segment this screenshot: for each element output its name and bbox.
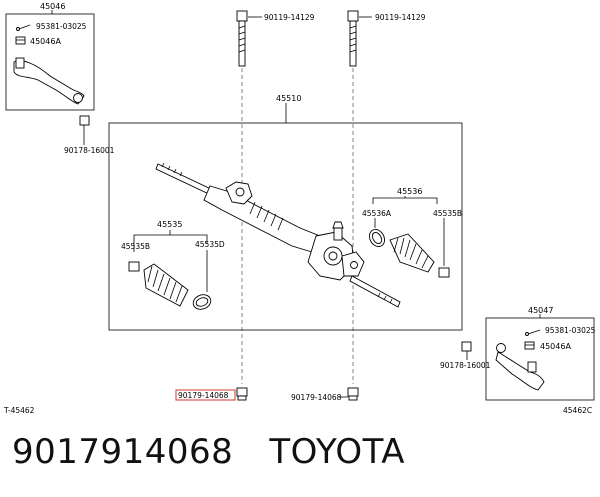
highlight-box-90179: [175, 389, 236, 401]
ref-code-left: T-45462: [3, 406, 35, 415]
bolt-90119-left: [236, 10, 248, 67]
inset-box-left: [5, 13, 95, 111]
nut-90179-right: [347, 387, 359, 401]
label-90119-14129-left: 90119-14129: [264, 13, 315, 22]
label-45047: 45047: [528, 306, 553, 315]
label-45535b-left: 45535B: [121, 242, 150, 251]
label-45536a: 45536A: [362, 209, 392, 218]
label-95381-03025-left: 95381-03025: [36, 22, 87, 31]
label-90179-14068: 90179-14068: [291, 393, 342, 402]
boot-clamp-45535d: [192, 294, 212, 310]
steering-rack-diagram: 45046 95381-03025 45046A 90178-16001 901…: [3, 2, 596, 415]
label-90178-16001-right: 90178-16001: [440, 361, 491, 370]
label-45535: 45535: [157, 220, 182, 229]
nut-90178-right: [461, 341, 472, 360]
label-90119-14129-right: 90119-14129: [375, 13, 426, 22]
label-45535b-right: 45535B: [433, 209, 462, 218]
steering-rack: [155, 162, 401, 308]
nut-90179-left: [236, 387, 248, 401]
clip-45535b-right: [438, 267, 450, 278]
label-45535d: 45535D: [195, 240, 225, 249]
cotter-pin-left: [16, 24, 31, 31]
label-45046a-left: 45046A: [30, 37, 61, 46]
rack-boot-right: [389, 233, 435, 273]
label-90178-16001-left: 90178-16001: [64, 146, 115, 155]
tie-rod-end-left: [13, 57, 85, 105]
castle-nut-right: [524, 341, 535, 350]
label-45046: 45046: [40, 2, 65, 11]
label-45536: 45536: [397, 187, 422, 196]
bolt-90119-right: [347, 10, 359, 67]
part-number: 9017914068: [12, 432, 234, 472]
tie-rod-end-right: [495, 343, 545, 391]
rack-assembly-box: [108, 122, 463, 331]
boot-clamp-45536a: [369, 229, 385, 247]
label-90179-14068-highlighted: 90179-14068: [178, 391, 229, 400]
label-45510: 45510: [276, 94, 301, 103]
rack-boot-left: [143, 263, 189, 307]
ref-code-right: 45462C: [563, 406, 592, 415]
clip-45535b-left: [128, 261, 140, 272]
nut-90178-left: [79, 115, 90, 145]
part-caption: 9017914068 TOYOTA: [12, 432, 405, 482]
brand-name: TOYOTA: [269, 432, 406, 472]
label-45046a-right: 45046A: [540, 342, 571, 351]
cotter-pin-right: [525, 329, 541, 336]
castle-nut-left: [15, 36, 26, 45]
label-95381-03025-right: 95381-03025: [545, 326, 596, 335]
